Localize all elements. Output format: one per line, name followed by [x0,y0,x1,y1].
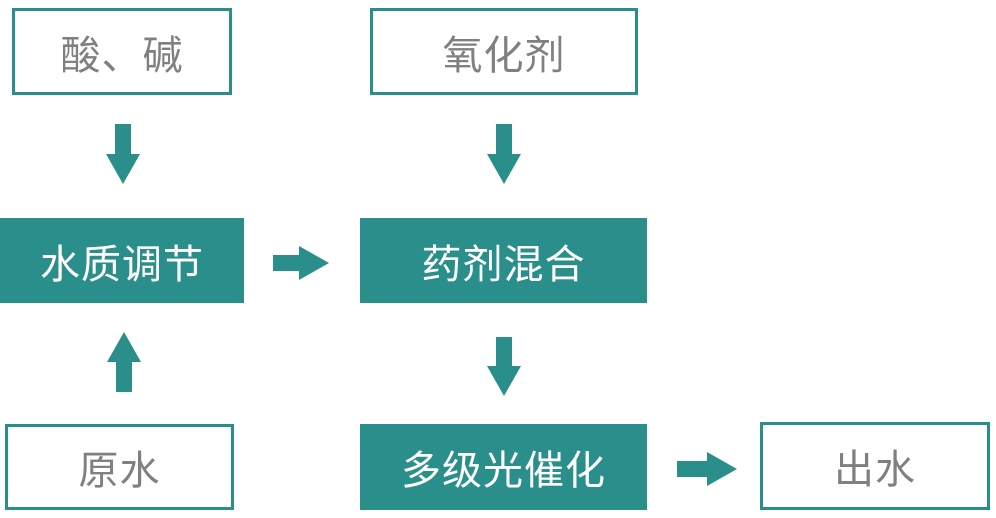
node-photocatalysis-label: 多级光催化 [401,448,606,494]
node-raw-water-label: 原水 [78,448,161,494]
node-water-quality-adjust: 水质调节 [0,218,244,303]
node-photocatalysis: 多级光催化 [360,424,647,510]
arrow-down-oxidant [487,124,521,184]
arrow-down-to-photocatalysis [487,337,521,396]
node-oxidant-label: 氧化剂 [442,32,566,79]
node-acid-base-label: 酸、碱 [60,32,184,79]
node-oxidant: 氧化剂 [370,8,638,95]
node-water-quality-adjust-label: 水质调节 [40,241,204,288]
node-effluent-label: 出水 [834,447,916,493]
node-effluent: 出水 [760,422,990,510]
arrow-up-raw-water [107,332,141,392]
node-acid-base: 酸、碱 [12,8,232,95]
node-reagent-mixing: 药剂混合 [360,218,647,303]
node-raw-water: 原水 [5,424,234,510]
arrow-down-acid-base [106,124,140,184]
arrow-right-to-effluent [677,452,737,486]
arrow-right-to-mixing [273,246,329,280]
node-reagent-mixing-label: 药剂混合 [421,241,586,288]
